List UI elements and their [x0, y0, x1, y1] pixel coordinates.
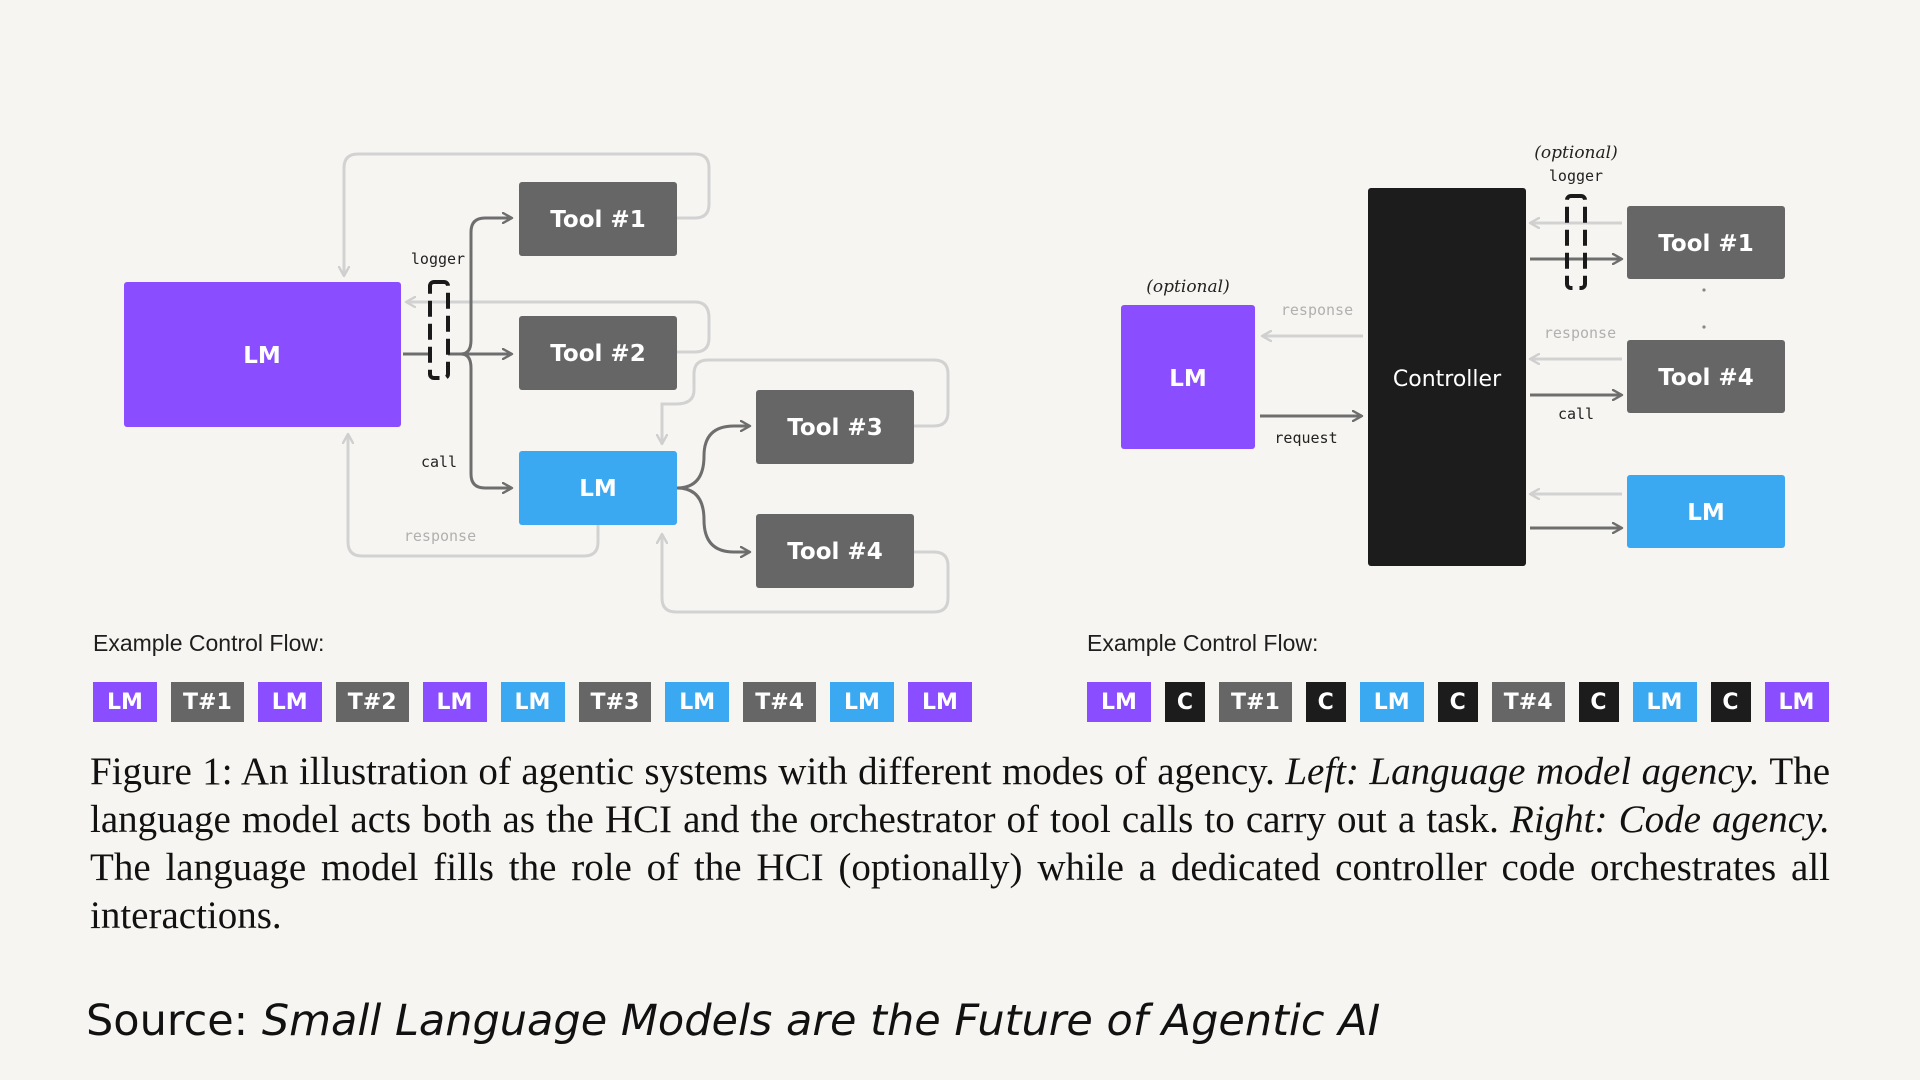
figure-caption: Figure 1: An illustration of agentic sys…: [90, 748, 1830, 940]
loop-tool3-to-lm: [662, 358, 950, 444]
arrow-to-sub-lm: [448, 352, 512, 488]
tool2-node: Tool #2: [519, 316, 677, 390]
right-tool4-node: Tool #4: [1627, 340, 1785, 413]
right-diagram: (optional) logger (optional) response re…: [1121, 143, 1785, 566]
flow-chip-lm-purple: LM: [1764, 682, 1829, 722]
lm-optional-label: (optional): [1146, 277, 1229, 297]
caption-part1: Figure 1: An illustration of agentic sys…: [90, 750, 1286, 793]
flow-chip-controller: C: [1710, 682, 1751, 722]
flow-chip-controller: C: [1578, 682, 1619, 722]
tool1-node: Tool #1: [519, 182, 677, 256]
response-to-lm-label: response: [1281, 301, 1353, 319]
right-lm-node: LM: [1121, 305, 1255, 449]
flow-chip-lm-purple: LM: [1087, 682, 1151, 722]
loop-lm-response: [348, 434, 600, 558]
ellipsis-dot: [1702, 288, 1706, 292]
left-flow-title: Example Control Flow:: [93, 630, 325, 656]
source-title: Small Language Models are the Future of …: [261, 996, 1381, 1046]
flow-chip-lm-blue: LM: [1359, 682, 1424, 722]
tool3-label: Tool #3: [787, 415, 882, 441]
call-label: call: [421, 453, 457, 471]
sub-lm-node: LM: [519, 451, 677, 525]
loop-tool4-to-lm: [662, 534, 950, 614]
source-prefix: Source:: [86, 996, 262, 1046]
right-call-label: call: [1558, 405, 1594, 423]
right-lm-label: LM: [1169, 366, 1207, 392]
right-flow-title: Example Control Flow:: [1087, 630, 1319, 656]
caption-part2: The language model acts both as the HCI …: [90, 750, 1831, 841]
tool4-node: Tool #4: [756, 514, 914, 588]
main-lm-label: LM: [243, 343, 281, 369]
flow-chip-lm-blue: LM: [500, 682, 565, 722]
flow-chip-tool: T#1: [171, 682, 244, 722]
tool1-label: Tool #1: [550, 207, 645, 233]
controller-node: Controller: [1368, 188, 1526, 566]
caption-part3: The language model fills the role of the…: [90, 846, 1830, 937]
left-control-flow: LM T#1 LM T#2 LM LM T#3 LM T#4 LM LM: [93, 682, 972, 722]
right-tool4-label: Tool #4: [1658, 365, 1753, 391]
logger-label: logger: [411, 250, 465, 268]
right-lm-blue-label: LM: [1687, 500, 1725, 526]
logger-optional-label: (optional): [1534, 143, 1617, 163]
arrow-to-tool4: [676, 486, 750, 552]
right-logger-label: logger: [1549, 167, 1603, 185]
right-control-flow: LM C T#1 C LM C T#4 C LM C LM: [1087, 682, 1829, 722]
flow-chip-tool: T#4: [1491, 682, 1565, 722]
flow-chip-tool: T#2: [335, 682, 409, 722]
agency-diagram: logger call response LM Tool #1 Tool #2 …: [124, 143, 1785, 614]
logger-box: [428, 280, 450, 380]
caption-left-title: Left: Language model agency.: [1285, 750, 1760, 793]
tool2-label: Tool #2: [550, 341, 645, 367]
main-lm-node: LM: [124, 282, 401, 427]
response-tool-label: response: [1544, 324, 1616, 342]
response-label: response: [404, 527, 476, 545]
flow-chip-controller: C: [1305, 682, 1346, 722]
flow-chip-tool: T#3: [578, 682, 652, 722]
flow-chip-lm-purple: LM: [257, 682, 322, 722]
sub-lm-label: LM: [579, 476, 617, 502]
flow-chip-lm-blue: LM: [830, 682, 894, 722]
right-tool1-node: Tool #1: [1627, 206, 1785, 279]
flow-chip-tool: T#1: [1219, 682, 1292, 722]
source-line: Source: Small Language Models are the Fu…: [86, 996, 1380, 1046]
flow-chip-lm-purple: LM: [93, 682, 157, 722]
flow-chip-lm-blue: LM: [665, 682, 730, 722]
controller-label: Controller: [1393, 367, 1502, 392]
flow-chip-lm-blue: LM: [1632, 682, 1697, 722]
ellipsis-dot: [1702, 325, 1706, 329]
right-tool1-label: Tool #1: [1658, 231, 1753, 257]
right-logger-box: [1565, 194, 1587, 290]
arrow-to-tool1: [448, 218, 512, 356]
tool3-node: Tool #3: [756, 390, 914, 464]
flow-chip-controller: C: [1437, 682, 1478, 722]
loop-tool2-to-logger: [406, 302, 711, 354]
left-diagram: logger call response LM Tool #1 Tool #2 …: [124, 152, 950, 614]
loop-tool1-to-lm: [344, 152, 711, 276]
flow-chip-lm-purple: LM: [422, 682, 487, 722]
request-label: request: [1274, 429, 1337, 447]
tool4-label: Tool #4: [787, 539, 882, 565]
flow-chip-tool: T#4: [743, 682, 816, 722]
caption-right-title: Right: Code agency.: [1510, 798, 1830, 841]
right-lm-blue-node: LM: [1627, 475, 1785, 548]
flow-chip-controller: C: [1165, 682, 1205, 722]
arrow-to-tool3: [676, 426, 750, 490]
flow-chip-lm-purple: LM: [908, 682, 972, 722]
